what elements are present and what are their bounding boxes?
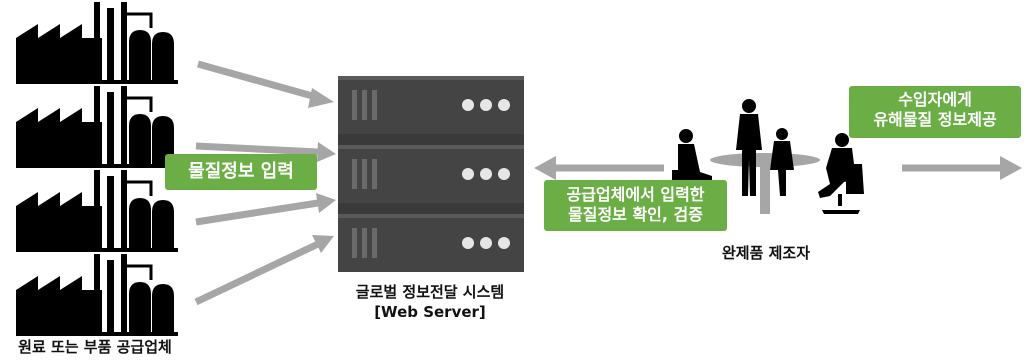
supplier-arrows bbox=[194, 60, 336, 306]
callout-material-input-text: 물질정보 입력 bbox=[188, 161, 294, 182]
server-label-line2: [Web Server] bbox=[374, 302, 486, 321]
suppliers-label: 원료 또는 부품 공급업체 bbox=[18, 338, 172, 356]
callout-provide-line1: 수입자에게 bbox=[898, 90, 972, 109]
factory-icon-2 bbox=[14, 84, 180, 170]
callout-verify-line2: 물질정보 확인, 검증 bbox=[568, 205, 703, 224]
callout-verify: 공급업체에서 입력한 물질정보 확인, 검증 bbox=[544, 180, 727, 231]
callout-verify-line1: 공급업체에서 입력한 bbox=[566, 185, 705, 204]
callout-provide-line2: 유해물질 정보제공 bbox=[873, 110, 997, 129]
callout-provide: 수입자에게 유해물질 정보제공 bbox=[849, 86, 1021, 138]
server-icon bbox=[338, 76, 524, 272]
factory-icon-1 bbox=[14, 0, 180, 86]
manufacturer-label: 완제품 제조자 bbox=[721, 244, 811, 262]
factory-icon-3 bbox=[14, 168, 180, 254]
callout-material-input: 물질정보 입력 bbox=[165, 154, 317, 190]
server-label-line1: 글로벌 정보전달 시스템 bbox=[355, 283, 505, 301]
verify-arrow bbox=[534, 156, 664, 180]
provide-arrow bbox=[902, 156, 1022, 180]
server-label: 글로벌 정보전달 시스템 [Web Server] bbox=[330, 283, 530, 322]
factory-icon-4 bbox=[14, 252, 180, 338]
